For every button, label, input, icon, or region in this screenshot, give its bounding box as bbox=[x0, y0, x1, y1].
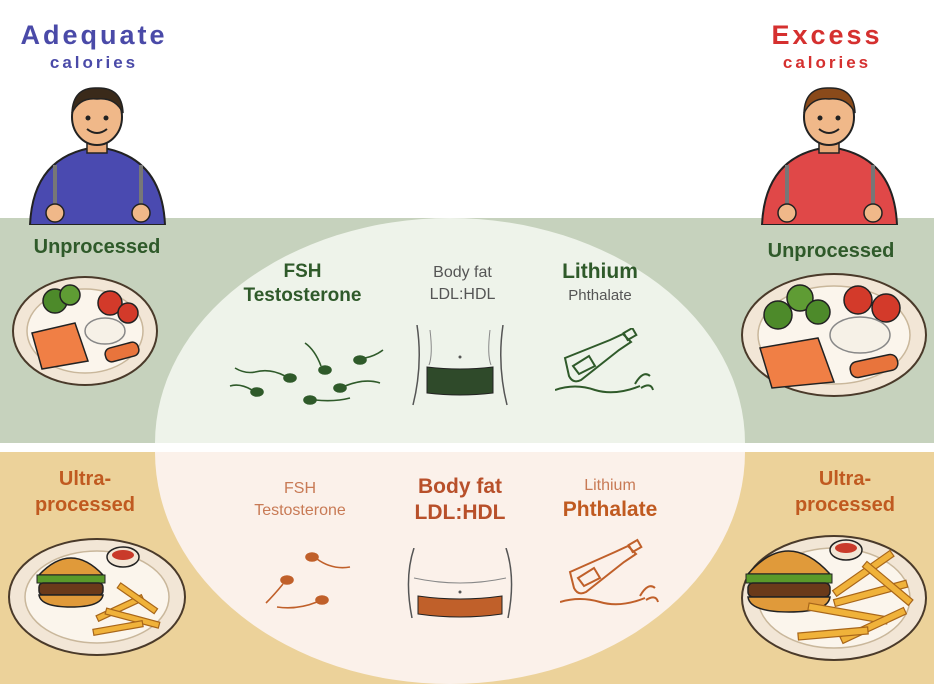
adequate-header: Adequate calories bbox=[8, 20, 180, 73]
left-ultra-line2: processed bbox=[34, 494, 136, 516]
bottom-fsh-label: FSH bbox=[284, 480, 316, 497]
excess-subtitle: calories bbox=[782, 53, 872, 72]
right-ultraprocessed-label: Ultra- processed bbox=[770, 466, 920, 518]
right-unprocessed-label: Unprocessed bbox=[767, 240, 895, 262]
bottom-chem-text: Lithium Phthalate bbox=[540, 474, 680, 522]
adequate-title: Adequate bbox=[20, 20, 168, 50]
bottom-ldlhdl-label: LDL:HDL bbox=[414, 501, 506, 524]
junk-plate-icon bbox=[738, 530, 930, 665]
top-testosterone-label: Testosterone bbox=[243, 285, 362, 306]
left-ultraprocessed-label: Ultra- processed bbox=[10, 466, 160, 518]
top-phthalate-label: Phthalate bbox=[568, 287, 632, 304]
left-unprocessed-label: Unprocessed bbox=[33, 236, 161, 258]
top-body-text: Body fat LDL:HDL bbox=[395, 262, 530, 306]
sperm-icon bbox=[225, 328, 385, 408]
bottom-body-text: Body fat LDL:HDL bbox=[385, 474, 535, 526]
person-blue-icon bbox=[25, 85, 170, 225]
excess-header: Excess calories bbox=[742, 20, 912, 73]
person-red-icon bbox=[757, 85, 902, 225]
left-ultra-line1: Ultra- bbox=[58, 468, 112, 490]
bottom-hormones-text: FSH Testosterone bbox=[225, 478, 375, 522]
bottom-testosterone-label: Testosterone bbox=[254, 502, 346, 519]
top-ldlhdl-label: LDL:HDL bbox=[429, 286, 496, 303]
adequate-subtitle: calories bbox=[49, 53, 139, 72]
top-bodyfat-label: Body fat bbox=[433, 264, 492, 281]
bottle-icon bbox=[555, 328, 655, 398]
top-fsh-label: FSH bbox=[283, 261, 322, 282]
top-chem-text: Lithium Phthalate bbox=[535, 260, 665, 308]
bottom-bodyfat-label: Body fat bbox=[418, 475, 502, 498]
right-ultra-line2: processed bbox=[794, 494, 896, 516]
bottle-icon bbox=[560, 538, 660, 608]
bottom-phthalate-label: Phthalate bbox=[562, 498, 658, 521]
excess-title: Excess bbox=[771, 20, 883, 50]
healthy-plate-icon bbox=[738, 270, 930, 400]
torso-icon bbox=[400, 548, 520, 623]
junk-plate-icon bbox=[5, 535, 190, 660]
healthy-plate-icon bbox=[10, 273, 160, 388]
bottom-lithium-label: Lithium bbox=[584, 477, 636, 494]
sperm-icon bbox=[262, 545, 362, 615]
top-lithium-label: Lithium bbox=[562, 260, 638, 283]
torso-icon bbox=[405, 325, 515, 410]
right-ultra-line1: Ultra- bbox=[818, 468, 872, 490]
top-hormones-text: FSH Testosterone bbox=[215, 260, 390, 308]
